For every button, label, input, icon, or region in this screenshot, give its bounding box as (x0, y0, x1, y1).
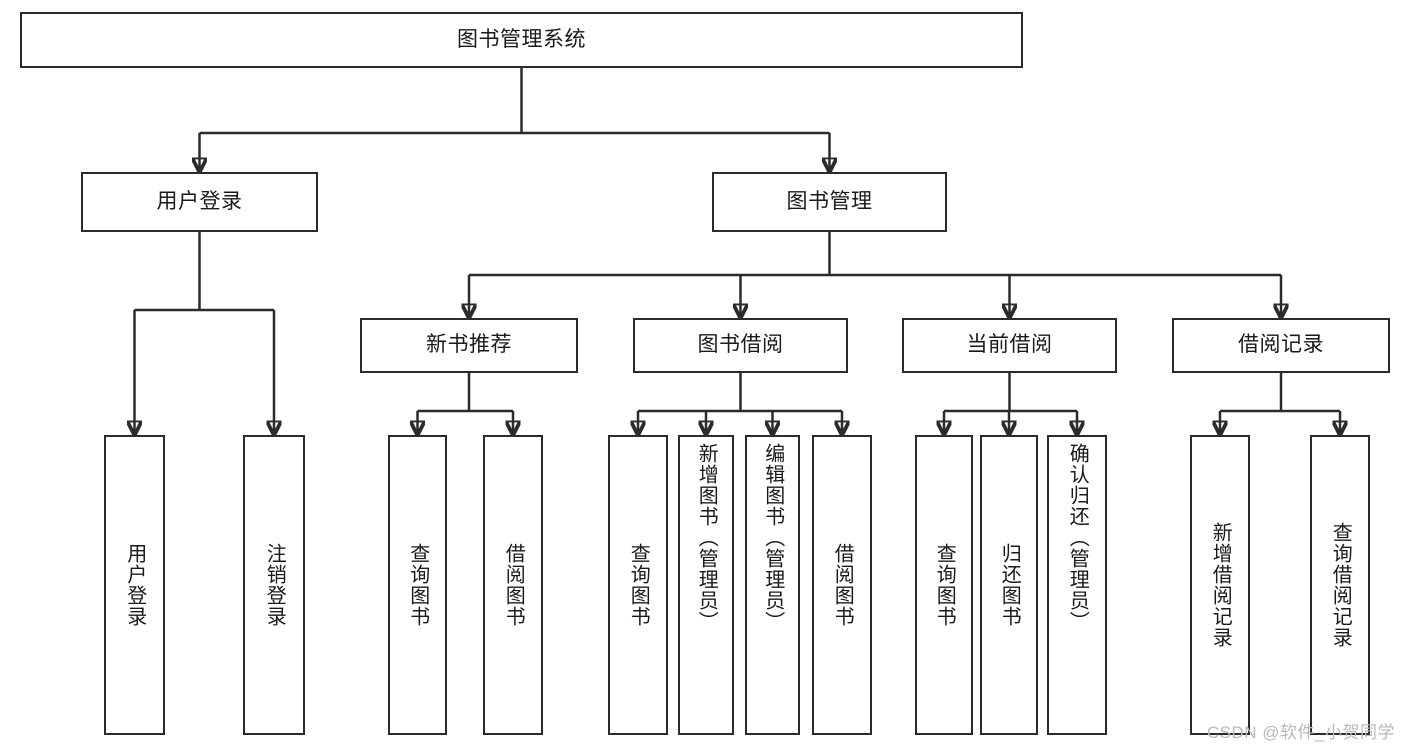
node-book-manage[interactable]: 图书管理 (712, 172, 947, 232)
node-label: 编辑图书（管理员） (761, 443, 784, 632)
node-leaf-borrow-book-1[interactable]: 借阅图书 (483, 435, 543, 735)
node-user-login[interactable]: 用户登录 (81, 172, 318, 232)
node-label: 图书管理 (786, 189, 873, 213)
node-label: 注销登录 (263, 543, 286, 627)
node-leaf-user-logout[interactable]: 注销登录 (243, 435, 305, 735)
node-leaf-query-book-1[interactable]: 查询图书 (388, 435, 447, 735)
node-leaf-query-book-3[interactable]: 查询图书 (915, 435, 973, 735)
node-label: 用户登录 (123, 543, 146, 627)
node-leaf-user-login[interactable]: 用户登录 (104, 435, 165, 735)
node-leaf-borrow-book-2[interactable]: 借阅图书 (812, 435, 872, 735)
node-label: 查询借阅记录 (1329, 522, 1352, 648)
node-label: 借阅图书 (831, 543, 854, 627)
node-label: 查询图书 (406, 543, 429, 627)
node-label: 新增图书（管理员） (695, 443, 718, 632)
node-leaf-return-book[interactable]: 归还图书 (980, 435, 1038, 735)
node-label: 用户登录 (156, 189, 243, 213)
node-leaf-confirm-return[interactable]: 确认归还（管理员） (1047, 435, 1107, 735)
node-label: 图书借阅 (697, 333, 784, 357)
node-label: 查询图书 (627, 543, 650, 627)
node-label: 确认归还（管理员） (1066, 443, 1089, 632)
node-leaf-add-book[interactable]: 新增图书（管理员） (678, 435, 734, 735)
node-label: 当前借阅 (966, 333, 1053, 357)
node-label: 新增借阅记录 (1209, 522, 1232, 648)
node-label: 查询图书 (933, 543, 956, 627)
node-label: 借阅图书 (502, 543, 525, 627)
node-label: 借阅记录 (1238, 333, 1324, 357)
node-label: 新书推荐 (426, 333, 512, 357)
node-leaf-edit-book[interactable]: 编辑图书（管理员） (745, 435, 800, 735)
node-leaf-query-book-2[interactable]: 查询图书 (608, 435, 668, 735)
node-book-borrow[interactable]: 图书借阅 (633, 318, 848, 373)
node-leaf-query-record[interactable]: 查询借阅记录 (1310, 435, 1370, 735)
node-current-borrow[interactable]: 当前借阅 (902, 318, 1117, 373)
node-borrow-record[interactable]: 借阅记录 (1172, 318, 1390, 373)
node-root[interactable]: 图书管理系统 (20, 12, 1023, 68)
node-new-book-rec[interactable]: 新书推荐 (360, 318, 578, 373)
csdn-watermark: CSDN @软件_小贺同学 (1206, 723, 1395, 742)
node-label: 图书管理系统 (457, 27, 586, 51)
node-label: 归还图书 (998, 543, 1021, 627)
node-leaf-add-record[interactable]: 新增借阅记录 (1190, 435, 1250, 735)
